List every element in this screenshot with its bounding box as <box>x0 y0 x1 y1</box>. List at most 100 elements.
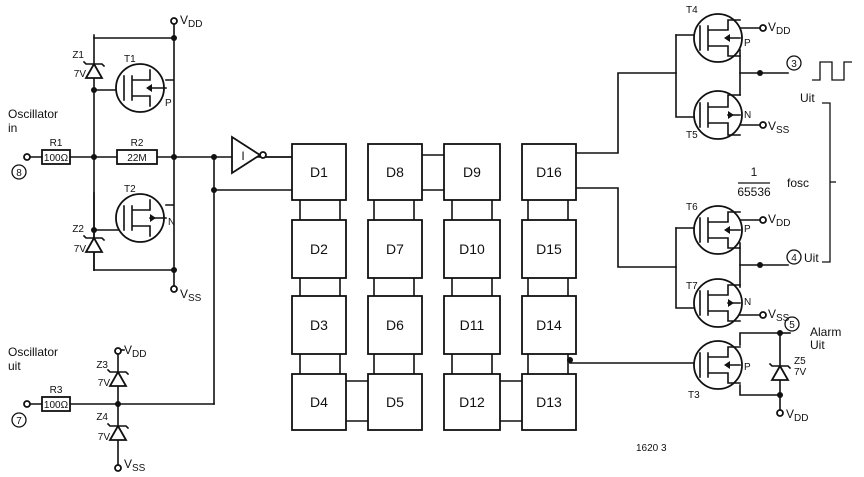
d1-label: D1 <box>310 164 328 180</box>
zener-z1: Z1 7V <box>72 50 106 80</box>
osc-in-label-2: in <box>8 121 17 135</box>
transistor-t7: T7 N <box>686 278 751 328</box>
transistor-t3: T3 P <box>688 340 751 401</box>
divider-d9 <box>443 143 501 201</box>
svg-text:N: N <box>744 110 751 121</box>
svg-text:100Ω: 100Ω <box>44 400 69 411</box>
divider-d1 <box>291 143 347 201</box>
svg-text:R1: R1 <box>50 138 63 149</box>
zener-z3: Z3 7V <box>96 360 130 389</box>
pin-5-circle <box>784 316 800 332</box>
svg-text:Z3: Z3 <box>96 360 108 371</box>
d10-label: D10 <box>459 241 485 257</box>
zener-z2: Z2 7V <box>72 224 106 255</box>
svg-text:T2: T2 <box>124 184 136 195</box>
pin-5: 5 <box>789 320 795 331</box>
divider-d8 <box>367 143 423 201</box>
svg-text:Z5: Z5 <box>794 356 806 367</box>
d4-label: D4 <box>310 394 328 410</box>
vss-label-z4: VSS <box>124 457 146 474</box>
divider-d10 <box>443 219 501 279</box>
svg-text:Z1: Z1 <box>72 50 84 61</box>
vss-label-t5: VSS <box>768 119 790 136</box>
pin-8: 8 <box>16 168 22 179</box>
transistors: T1 P T2 N T4 P T5 N <box>115 5 751 401</box>
frac-denominator: 65536 <box>737 185 771 199</box>
svg-text:T1: T1 <box>124 54 136 65</box>
svg-text:T4: T4 <box>686 5 698 16</box>
svg-text:P: P <box>744 224 751 235</box>
transistor-t5: T5 N <box>686 90 751 141</box>
divider-d11 <box>443 295 501 355</box>
divider-d14 <box>521 295 577 355</box>
transistor-t2: T2 N <box>115 184 175 243</box>
divider-chain: D1 D2 D3 D4 D5 D6 D7 D8 D9 D10 D11 D12 D… <box>291 143 577 431</box>
zener-z4: Z4 7V <box>96 412 130 443</box>
divider-d4 <box>291 373 347 431</box>
svg-text:7V: 7V <box>74 244 87 255</box>
divider-d12 <box>443 373 501 431</box>
svg-text:T6: T6 <box>686 202 698 213</box>
svg-text:I: I <box>241 149 244 163</box>
osc-uit-label-1: Oscillator <box>8 345 58 359</box>
vss-label-t2: VSS <box>180 287 202 304</box>
svg-text:22M: 22M <box>127 153 146 164</box>
resistor-r3 <box>41 396 71 412</box>
vdd-label-t4: VDD <box>768 20 790 37</box>
vdd-label-z5: VDD <box>786 407 808 424</box>
svg-text:N: N <box>744 297 751 308</box>
svg-text:7V: 7V <box>98 378 111 389</box>
svg-text:T7: T7 <box>686 281 698 292</box>
d3-label: D3 <box>310 317 328 333</box>
svg-text:7V: 7V <box>794 367 807 378</box>
vdd-label-z3: VDD <box>124 343 146 360</box>
alarm-label-2: Uit <box>810 338 825 352</box>
resistor-r2 <box>116 149 158 165</box>
pin-3-circle <box>786 55 802 71</box>
alarm-label-1: Alarm <box>810 325 841 339</box>
square-wave-icon <box>812 61 852 81</box>
svg-text:T5: T5 <box>686 130 698 141</box>
svg-text:P: P <box>744 362 751 373</box>
svg-text:P: P <box>165 98 172 109</box>
svg-text:7V: 7V <box>98 432 111 443</box>
d14-label: D14 <box>536 317 562 333</box>
pin-4-circle <box>786 249 802 265</box>
zener-z5: Z5 7V <box>768 356 807 381</box>
svg-text:R3: R3 <box>50 385 63 396</box>
d2-label: D2 <box>310 241 328 257</box>
pin-8-circle <box>11 164 27 180</box>
vdd-label-t6: VDD <box>768 212 790 229</box>
svg-text:7V: 7V <box>74 69 87 80</box>
svg-text:Z2: Z2 <box>72 224 84 235</box>
fosc-label: fosc <box>787 176 809 190</box>
frac-numerator: 1 <box>751 165 758 179</box>
d16-label: D16 <box>536 164 562 180</box>
uit-label-4: Uit <box>804 251 819 265</box>
pin-3: 3 <box>791 59 797 70</box>
d15-label: D15 <box>536 241 562 257</box>
divider-d13 <box>521 373 577 431</box>
vdd-label-t1: VDD <box>180 13 202 30</box>
svg-text:P: P <box>744 38 751 49</box>
transistor-t4: T4 P <box>686 5 751 63</box>
divider-d5 <box>367 373 423 431</box>
d8-label: D8 <box>386 164 404 180</box>
pin-7-circle <box>11 412 27 428</box>
divider-d3 <box>291 295 347 355</box>
svg-text:T3: T3 <box>688 390 700 401</box>
figure-code: 1620 3 <box>636 443 667 454</box>
divider-d16 <box>521 143 577 201</box>
divider-d2 <box>291 219 347 279</box>
zener-diodes: Z1 7V Z2 7V Z3 7V Z4 7V Z5 7V <box>72 50 806 443</box>
vss-label-t7: VSS <box>768 307 790 324</box>
pin-labels: Oscillator in 8 Oscillator uit 7 3 Uit 4… <box>8 55 852 454</box>
d6-label: D6 <box>386 317 404 333</box>
pin-4: 4 <box>791 253 797 264</box>
d9-label: D9 <box>463 164 481 180</box>
transistor-t6: T6 P <box>686 202 751 255</box>
svg-text:100Ω: 100Ω <box>44 153 69 164</box>
osc-in-label-1: Oscillator <box>8 107 58 121</box>
